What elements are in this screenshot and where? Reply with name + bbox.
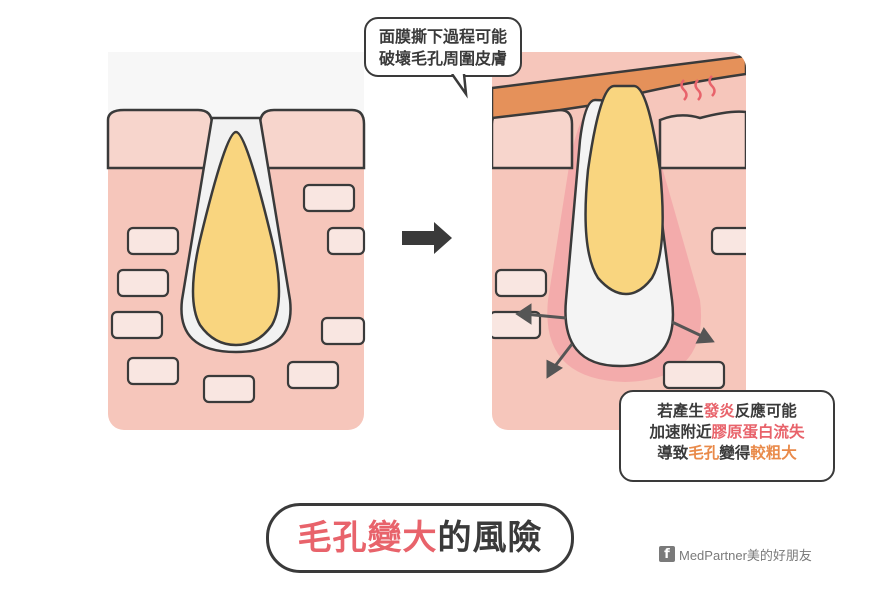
- title-rest: 的風險: [437, 518, 543, 558]
- bubble-top-line2: 破壞毛孔周圍皮膚: [378, 48, 507, 68]
- title-highlight: 毛孔變大: [297, 518, 438, 558]
- text-segment: 若產生: [657, 402, 704, 420]
- text-highlight-larger: 較粗大: [750, 443, 797, 462]
- facebook-icon: f: [659, 546, 675, 562]
- text-highlight-pore: 毛孔: [688, 443, 720, 462]
- expansion-arrows: [515, 303, 715, 379]
- right-panel-enlarged-pore: [492, 52, 746, 430]
- text-segment: 加速附近: [649, 422, 712, 441]
- left-panel-normal-pore: [106, 52, 366, 430]
- text-highlight-collagen: 膠原蛋白流失: [711, 422, 805, 441]
- sebum-plug: [191, 130, 281, 347]
- heat-waves-icon: [680, 75, 716, 101]
- text-highlight-inflammation: 發炎: [703, 402, 735, 420]
- arrow-right-icon: [402, 222, 452, 254]
- bubble-bottom-line1: 若產生發炎反應可能: [621, 401, 833, 422]
- brand-watermark: f MedPartner美的好朋友: [659, 544, 812, 564]
- speech-bubble-inflammation: 若產生發炎反應可能 加速附近膠原蛋白流失 導致毛孔變得較粗大: [619, 390, 835, 482]
- text-segment: 反應可能: [734, 402, 797, 420]
- text-segment: 導致: [657, 443, 689, 462]
- text-segment: 變得: [719, 443, 751, 462]
- speech-bubble-tail: [450, 74, 468, 99]
- speech-bubble-mask-warning: 面膜撕下過程可能 破壞毛孔周圍皮膚: [364, 17, 522, 77]
- bubble-top-line1: 面膜撕下過程可能: [378, 27, 507, 46]
- bubble-bottom-line2: 加速附近膠原蛋白流失: [621, 422, 833, 443]
- bubble-bottom-line3: 導致毛孔變得較粗大: [621, 443, 833, 464]
- page-title: 毛孔變大的風險: [266, 503, 574, 573]
- brand-text: MedPartner美的好朋友: [679, 547, 812, 563]
